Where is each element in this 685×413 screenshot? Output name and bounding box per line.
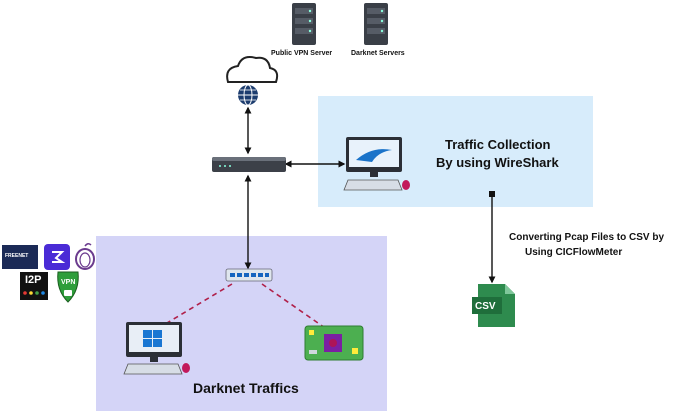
collection-output-port <box>489 191 495 197</box>
traffic-collection-subtitle: By using WireShark <box>436 155 559 170</box>
darknet-servers-label: Darknet Servers <box>351 50 405 57</box>
vpn-shield-logo-icon <box>57 271 79 303</box>
i2p-logo-icon <box>20 272 48 300</box>
network-switch-icon <box>225 268 273 282</box>
protonvpn-logo-icon <box>44 244 70 270</box>
switch-device-link <box>261 283 329 331</box>
darknet-computer-icon <box>123 322 190 375</box>
darknet-servers-icon <box>364 3 388 45</box>
public-vpn-server-label: Public VPN Server <box>271 50 333 57</box>
public-vpn-server-icon <box>292 3 316 45</box>
traffic-collection-title: Traffic Collection <box>445 137 551 152</box>
freenet-logo-icon <box>2 245 38 269</box>
csv-file-label: CSV <box>475 301 496 312</box>
freenet-logo-text: FREENET <box>5 253 29 259</box>
conversion-label-line2: Using CICFlowMeter <box>525 247 623 258</box>
csv-file-icon <box>472 284 515 327</box>
cloud-internet-icon <box>226 56 279 106</box>
iot-board-icon <box>304 325 364 361</box>
conversion-label-line1: Converting Pcap Files to CSV by <box>509 232 665 243</box>
darknet-traffics-label: Darknet Traffics <box>193 380 299 396</box>
vpn-logo-text: VPN <box>61 279 76 286</box>
switch-computer-link <box>151 283 233 333</box>
tor-logo-icon <box>75 242 95 270</box>
router-icon <box>212 157 286 172</box>
i2p-logo-text: I2P <box>25 274 42 286</box>
wireshark-computer-icon <box>343 137 410 191</box>
